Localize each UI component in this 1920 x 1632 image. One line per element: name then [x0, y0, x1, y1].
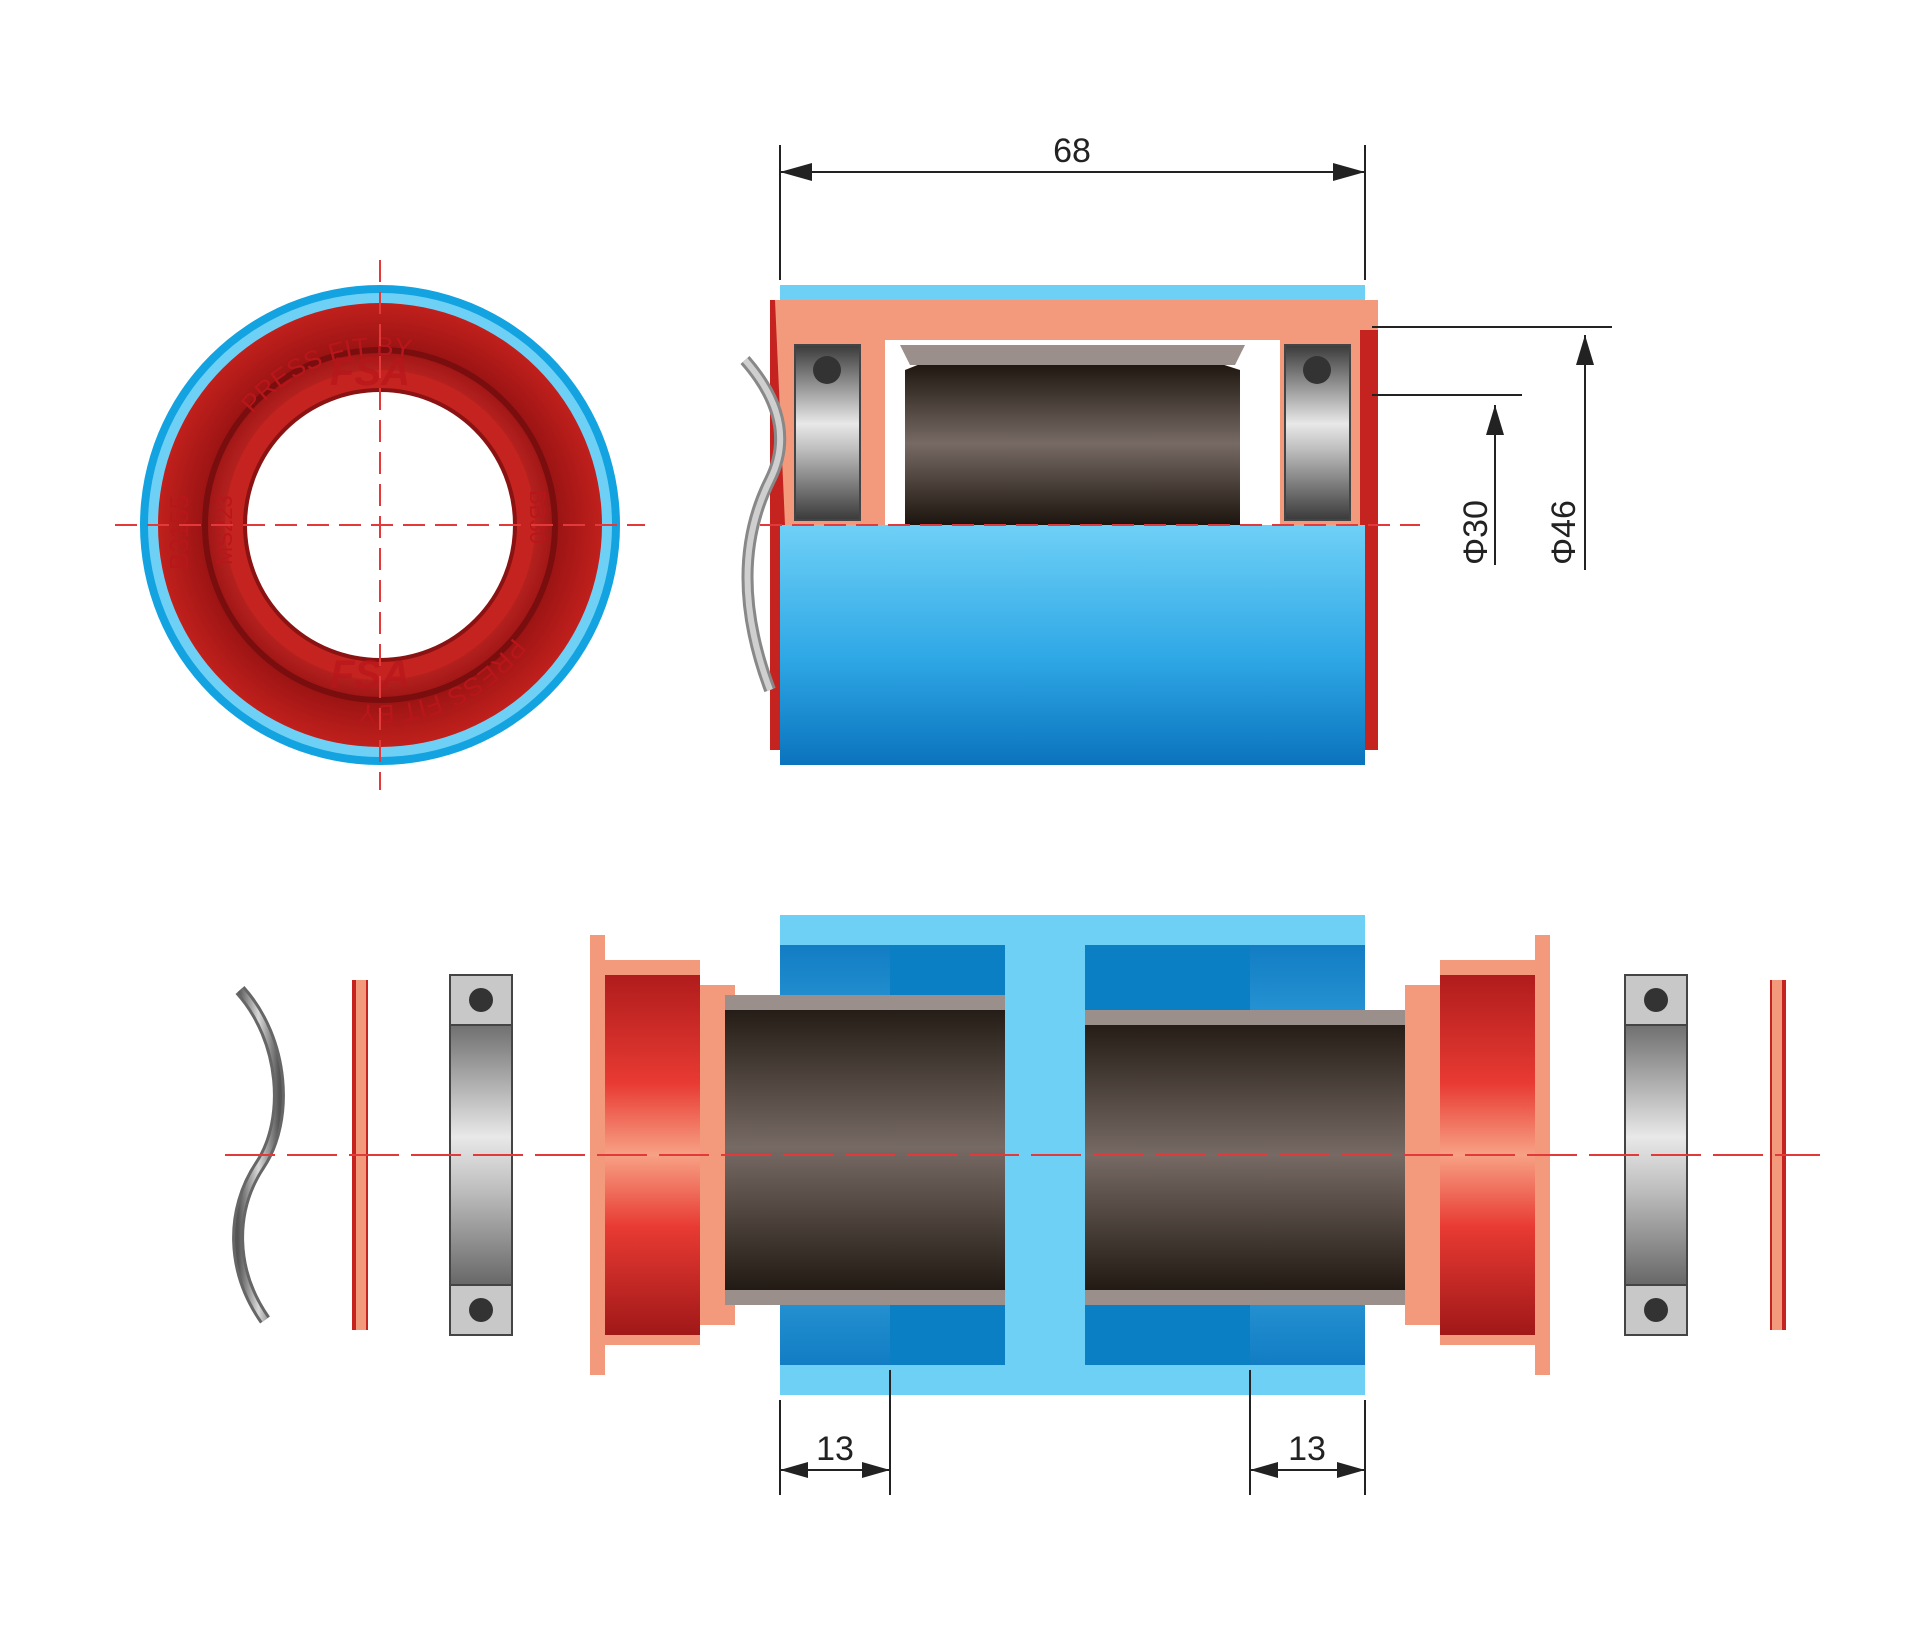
dimension-68: 68: [779, 132, 1366, 280]
dim-68-label: 68: [1053, 132, 1091, 170]
ring-code-mid: MS223: [212, 495, 237, 565]
ring-brand-top: FSA: [330, 350, 410, 394]
assembled-section-view: [740, 285, 1420, 765]
dimension-13-right: 13: [1249, 1370, 1366, 1495]
dimension-phi46: Φ46: [1372, 326, 1612, 570]
dim-13-right-label: 13: [1288, 1430, 1326, 1468]
end-view-ring: PRESS FIT BY PRESS FIT BY FSA FSA B3155 …: [115, 260, 645, 790]
ring-brand-bottom: FSA: [330, 653, 410, 697]
dim-phi46-label: Φ46: [1545, 500, 1583, 565]
dimension-13-left: 13: [779, 1370, 891, 1495]
dim-13-left-label: 13: [816, 1430, 854, 1468]
exploded-view: [225, 915, 1820, 1395]
ring-code-left: B3155: [164, 495, 194, 570]
ring-code-right: BB30: [525, 490, 550, 544]
dimension-phi30: Φ30: [1372, 394, 1522, 565]
dim-phi30-label: Φ30: [1457, 500, 1495, 565]
